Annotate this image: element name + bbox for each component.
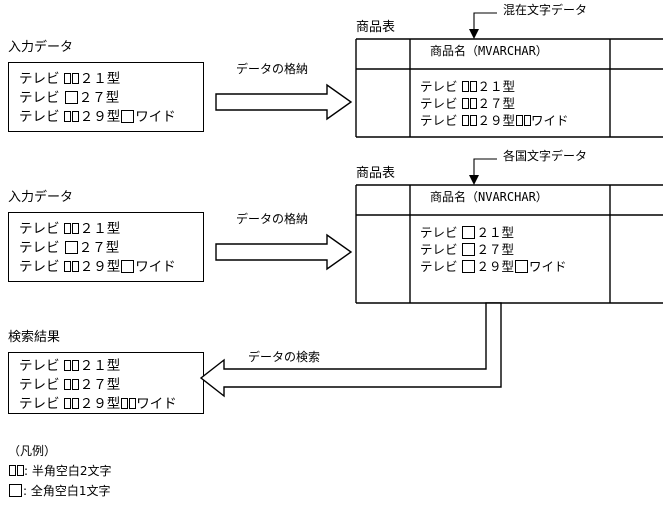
callout-label-top: 混在文字データ	[503, 3, 588, 17]
data-line: テレビ ２７型	[420, 96, 515, 111]
data-line: テレビ ２１型	[420, 79, 515, 94]
data-line: テレビ ２７型	[19, 240, 120, 256]
data-line: テレビ ２７型	[420, 242, 514, 257]
arrow-label-search: データの検索	[248, 350, 321, 364]
data-line: テレビ ２９型ワイド	[420, 259, 567, 274]
data-line: テレビ ２９型ワイド	[420, 113, 569, 128]
block-arrow-store-top	[215, 83, 353, 121]
callout-pointer-middle	[469, 158, 497, 185]
data-line: テレビ ２７型	[19, 377, 121, 393]
table-label-top: 商品表	[356, 20, 396, 35]
arrow-label-store-top: データの格納	[236, 62, 309, 76]
data-line: テレビ ２９型ワイド	[19, 259, 176, 275]
legend-entries: : 半角空白2文字 : 全角空白1文字	[8, 464, 112, 498]
search-result-label: 検索結果	[8, 330, 61, 345]
table-label-middle: 商品表	[356, 166, 396, 181]
input-data-box-top: テレビ ２１型テレビ ２７型テレビ ２９型ワイド	[8, 62, 204, 132]
search-result-box: テレビ ２１型テレビ ２７型テレビ ２９型ワイド	[8, 352, 204, 414]
block-arrow-search	[199, 302, 502, 398]
data-line: テレビ ２７型	[19, 90, 120, 106]
input-data-label-middle: 入力データ	[8, 190, 74, 205]
search-result-lines: テレビ ２１型テレビ ２７型テレビ ２９型ワイド	[19, 357, 177, 414]
column-header-middle: 商品名（NVARCHAR）	[430, 190, 548, 204]
data-line: テレビ ２９型ワイド	[19, 396, 177, 412]
table-lines-top: テレビ ２１型テレビ ２７型テレビ ２９型ワイド	[420, 78, 569, 129]
input-data-label-top: 入力データ	[8, 40, 74, 55]
legend-text-fullwidth: : 全角空白1文字	[23, 484, 111, 498]
callout-pointer-top	[469, 12, 497, 39]
input-data-lines-middle: テレビ ２１型テレビ ２７型テレビ ２９型ワイド	[19, 220, 176, 277]
legend-entry-fullwidth: : 全角空白1文字	[8, 484, 112, 498]
column-header-top: 商品名（MVARCHAR）	[430, 44, 548, 58]
data-line: テレビ ２９型ワイド	[19, 109, 176, 125]
table-lines-middle: テレビ ２１型テレビ ２７型テレビ ２９型ワイド	[420, 224, 567, 275]
product-table-top	[355, 38, 663, 138]
arrow-label-store-middle: データの格納	[236, 212, 309, 226]
data-line: テレビ ２１型	[19, 358, 121, 374]
product-table-middle	[355, 184, 663, 304]
data-line: テレビ ２１型	[19, 71, 121, 87]
legend-glyph-halfwidth	[8, 464, 24, 478]
legend-text-halfwidth: : 半角空白2文字	[24, 464, 112, 478]
legend-title: （凡例）	[8, 444, 57, 458]
block-arrow-store-middle	[215, 233, 353, 271]
data-line: テレビ ２１型	[19, 221, 121, 237]
input-data-lines-top: テレビ ２１型テレビ ２７型テレビ ２９型ワイド	[19, 70, 176, 127]
legend-entry-halfwidth: : 半角空白2文字	[8, 464, 112, 478]
legend-glyph-fullwidth	[8, 484, 23, 498]
input-data-box-middle: テレビ ２１型テレビ ２７型テレビ ２９型ワイド	[8, 212, 204, 282]
callout-label-middle: 各国文字データ	[503, 149, 588, 163]
data-line: テレビ ２１型	[420, 225, 514, 240]
